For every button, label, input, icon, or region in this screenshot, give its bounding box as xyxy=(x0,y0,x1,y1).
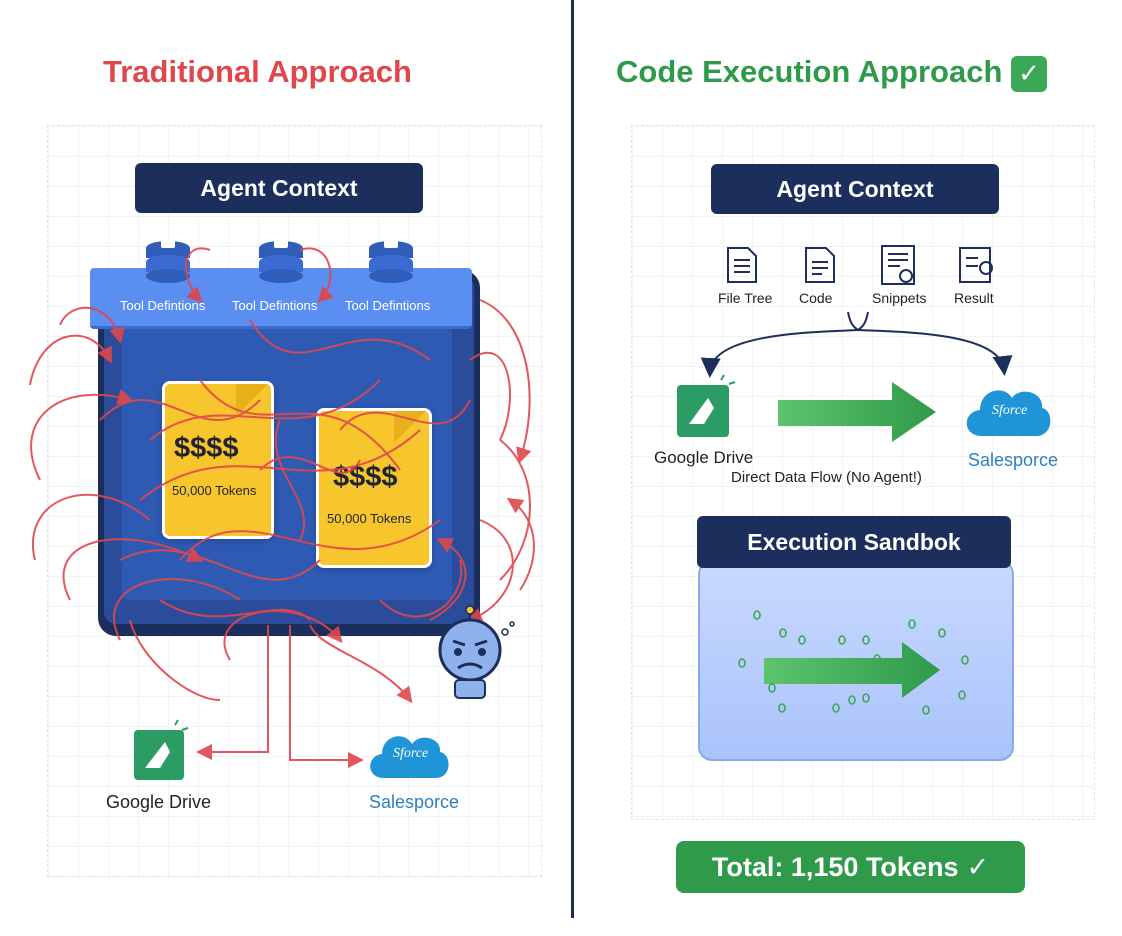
file-label-snippets: Snippets xyxy=(872,290,927,306)
document-1-tokens: 50,000 Tokens xyxy=(172,483,257,498)
file-label-code: Code xyxy=(799,290,833,306)
execution-sandbox-title: Execution Sandbok xyxy=(697,516,1011,568)
right-google-drive-label: Google Drive xyxy=(654,448,754,467)
total-tokens-badge: Total: 1,150 Tokens ✓ xyxy=(676,841,1025,893)
total-tokens-text: Total: 1,150 Tokens xyxy=(711,851,959,882)
total-check-icon: ✓ xyxy=(966,851,990,882)
left-google-drive-label: Google Drive xyxy=(106,792,212,812)
right-salesforce-logo-text: Sforce xyxy=(992,403,1028,418)
tool-definitions-label-3: Tool Defintions xyxy=(345,298,431,313)
database-stack-icon xyxy=(259,240,303,283)
tool-definitions-label-1: Tool Defintions xyxy=(120,298,206,313)
result-icon xyxy=(959,247,993,283)
database-stack-icon xyxy=(369,240,413,283)
direct-data-flow-label: Direct Data Flow (No Agent!) xyxy=(731,469,922,486)
document-1-price: $$$$ xyxy=(174,432,239,464)
right-salesforce-label: Salesporce xyxy=(968,450,1059,470)
left-agent-context-title: Agent Context xyxy=(135,163,423,213)
left-heading: Traditional Approach xyxy=(103,54,412,89)
file-label-result: Result xyxy=(954,290,994,306)
left-salesforce-label: Salesporce xyxy=(369,792,460,812)
right-heading-wrap: Code Execution Approach ✓ xyxy=(616,54,1048,92)
database-stack-icon xyxy=(146,240,190,283)
checkmark-icon: ✓ xyxy=(1011,55,1048,92)
left-salesforce-logo-text: Sforce xyxy=(393,746,429,761)
snippets-icon xyxy=(881,245,915,285)
tool-definitions-label-2: Tool Defintions xyxy=(232,298,318,313)
right-agent-context-title: Agent Context xyxy=(711,164,999,214)
code-file-icon xyxy=(805,247,835,283)
file-label-file-tree: File Tree xyxy=(718,290,773,306)
document-2-price: $$$$ xyxy=(333,461,398,493)
file-tree-icon xyxy=(727,247,757,283)
document-2-tokens: 50,000 Tokens xyxy=(327,511,412,526)
right-heading: Code Execution Approach xyxy=(616,54,1003,89)
center-divider xyxy=(571,0,574,918)
